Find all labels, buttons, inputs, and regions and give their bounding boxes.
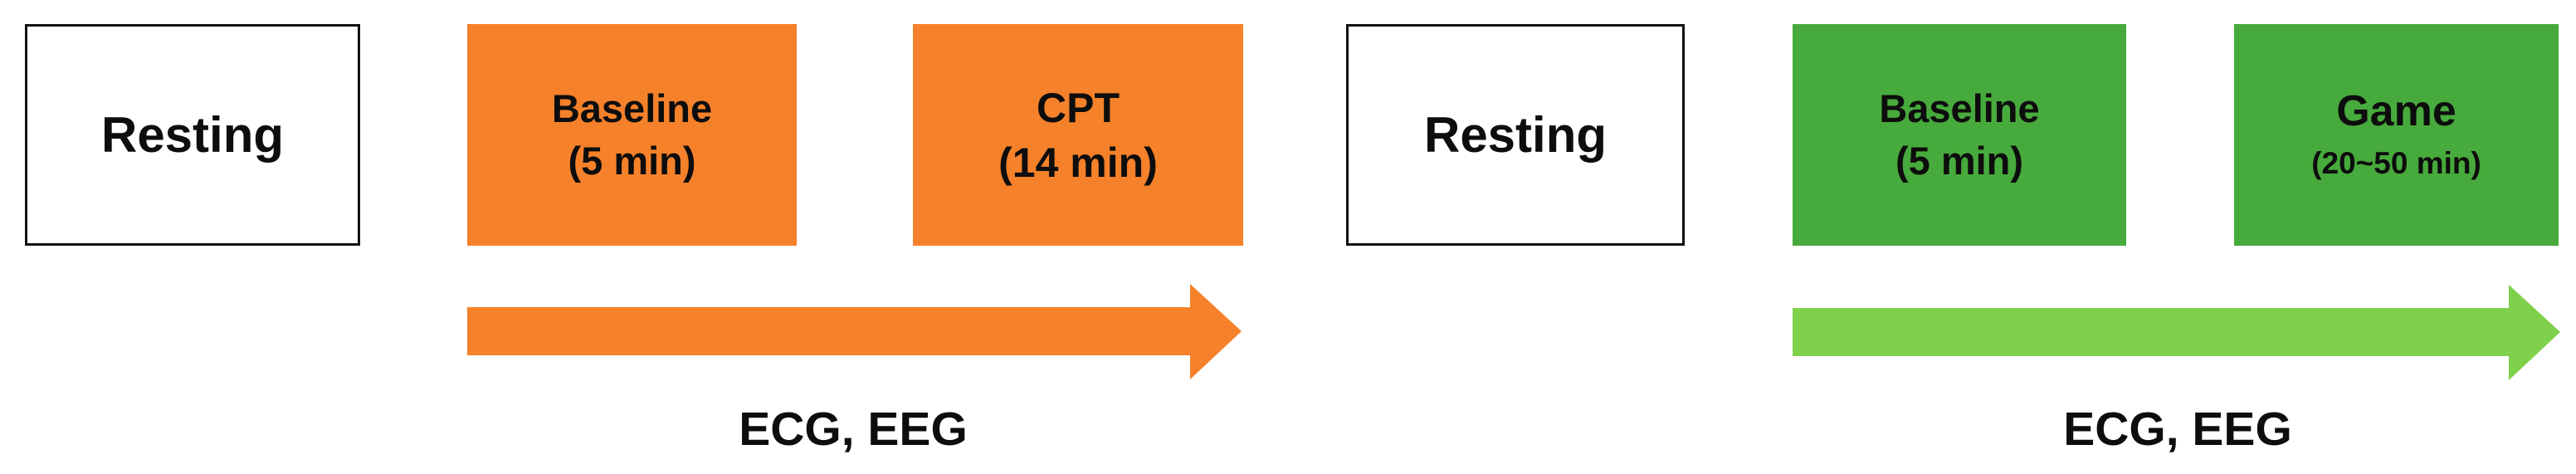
game-duration: (20~50 min) [2311, 146, 2481, 181]
timeline-arrow-green [1793, 308, 2509, 356]
resting-box-2: Resting [1346, 24, 1685, 246]
resting-label-1: Resting [100, 106, 285, 163]
game-box: Game (20~50 min) [2234, 24, 2559, 246]
timeline-arrow-orange [467, 307, 1190, 355]
ecg-eeg-label-1: ECG, EEG [739, 403, 968, 456]
cpt-box: CPT (14 min) [913, 24, 1243, 246]
game-title: Game [2336, 87, 2456, 136]
cpt-title: CPT [1037, 84, 1120, 131]
baseline-box-green: Baseline (5 min) [1793, 24, 2126, 246]
baseline-box-orange: Baseline (5 min) [467, 24, 797, 246]
cpt-duration: (14 min) [998, 139, 1158, 186]
baseline-duration-green: (5 min) [1895, 138, 2024, 183]
baseline-title-orange: Baseline [551, 86, 713, 131]
resting-box-1: Resting [25, 24, 360, 246]
baseline-duration-orange: (5 min) [568, 138, 696, 183]
ecg-eeg-label-2: ECG, EEG [2063, 403, 2292, 456]
baseline-title-green: Baseline [1879, 86, 2040, 131]
right-arrowhead-icon-green [2509, 285, 2560, 380]
resting-label-2: Resting [1423, 106, 1608, 163]
right-arrowhead-icon-orange [1190, 284, 1242, 379]
